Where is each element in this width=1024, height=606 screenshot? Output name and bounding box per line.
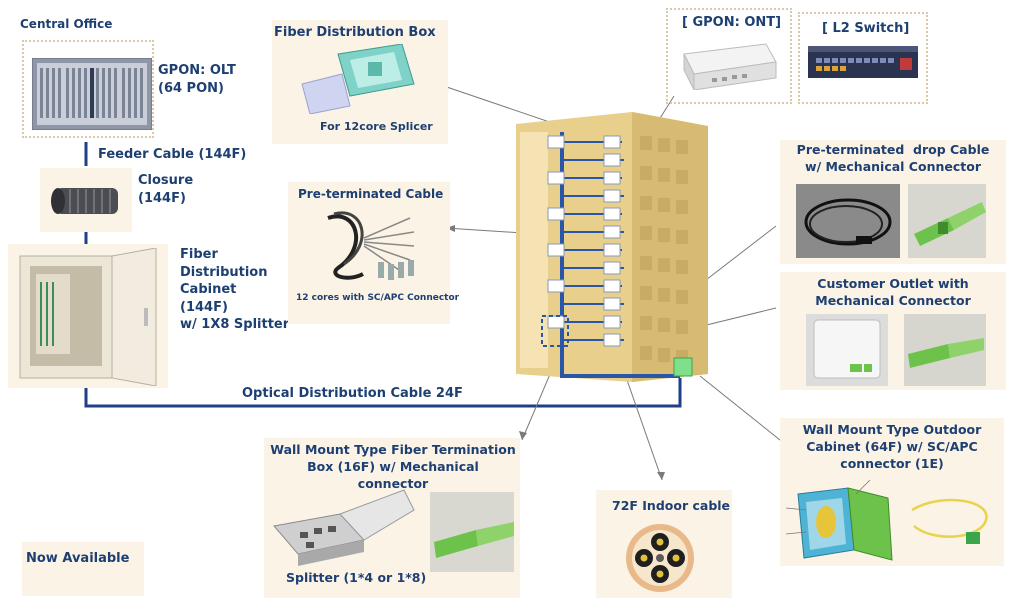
fiber-box-icon [298,44,418,114]
ont-frame [666,8,792,104]
drop-cable-title: Pre-terminated drop Cable w/ Mechanical … [788,142,998,176]
outlet-connector-icon [904,314,986,386]
cable-bundle-icon [318,208,428,282]
drop-cable-title-line2: w/ Mechanical Connector [805,158,981,174]
closure-cylinder-icon [50,184,124,218]
fiber-cabinet-icon [14,248,164,386]
feeder-cable-label: Feeder Cable (144F) [98,147,247,162]
fdb-caption: For 12core Splicer [320,120,433,133]
fdb-title: Fiber Distribution Box [274,25,436,40]
ftb-caption: Splitter (1*4 or 1*8) [286,570,427,585]
pre-cable-title: Pre-terminated Cable [298,187,444,201]
status-panel [22,542,144,596]
ftb-title-line1: Wall Mount Type Fiber Termination [270,442,516,457]
termination-box-icon [270,486,418,568]
l2-label: [ L2 Switch] [822,21,910,36]
central-office-title: Central Office [20,17,113,31]
closure-label-line2: (144F) [138,190,186,206]
outdoor-cab-title-line3: connector (1E) [840,455,944,471]
drop-cable-title-line1: Pre-terminated drop Cable [796,142,990,157]
fdc-line5: w/ 1X8 Splitter [180,317,290,333]
ftb-connector-icon [430,492,514,572]
outlet-title-line1: Customer Outlet with [817,276,969,291]
closure-label-line1: Closure [138,173,194,188]
now-available-label: Now Available [26,551,130,566]
outlet-box-icon [806,314,888,386]
indoor-cable-cross-section-icon [624,522,696,594]
l2-frame [798,12,928,104]
odc-label: Optical Distribution Cable 24F [242,386,463,401]
outdoor-cab-title-line2: Cabinet (64F) w/ SC/APC [806,438,978,454]
indoor-cable-title: 72F Indoor cable [612,498,731,513]
outdoor-cab-title-line1: Wall Mount Type Outdoor [802,422,982,437]
olt-label: GPON: OLT (64 PON) [158,62,236,97]
l2-switch-icon [808,46,918,80]
outlet-title-line2: Mechanical Connector [815,292,971,308]
drop-cable-icon [796,184,900,258]
pre-cable-caption: 12 cores with SC/APC Connector [296,293,460,303]
olt-label-line1: GPON: OLT [158,63,236,78]
outdoor-cab-title: Wall Mount Type Outdoor Cabinet (64F) w/… [786,422,998,473]
outdoor-cabinet-icon [784,474,896,564]
olt-rack-icon [32,58,152,130]
olt-frame [22,40,154,138]
olt-label-line2: (64 PON) [158,80,224,96]
ont-label: [ GPON: ONT] [682,15,782,30]
outlet-title: Customer Outlet with Mechanical Connecto… [788,276,998,310]
fdc-line3: Cabinet [180,282,237,298]
ont-box-icon [682,40,778,90]
closure-label: Closure (144F) [138,172,193,207]
pigtail-icon [902,492,998,552]
ftb-title: Wall Mount Type Fiber Termination Box (1… [270,442,516,493]
building-icon [512,112,712,382]
fdc-label: Fiber Distribution Cabinet (144F) w/ 1X8… [180,246,289,334]
ftb-title-line2: Box (16F) w/ Mechanical connector [307,458,479,491]
fdc-line1: Fiber [180,247,218,262]
pre-cable-panel [288,182,450,324]
fdc-line2: Distribution [180,264,268,280]
green-connector-icon [908,184,986,258]
fdc-line4: (144F) [180,299,228,315]
